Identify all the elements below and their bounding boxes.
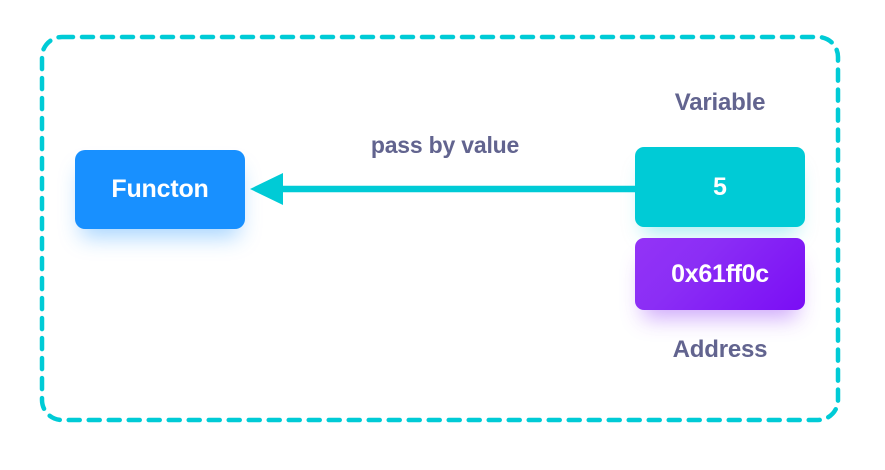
- arrow-left-icon: [250, 173, 635, 205]
- arrow-label: pass by value: [370, 132, 520, 158]
- address-value-box[interactable]: 0x61ff0c: [635, 238, 805, 310]
- dashed-border-icon: [39, 34, 841, 423]
- function-box-label: Functon: [111, 175, 209, 203]
- function-box[interactable]: Functon: [75, 150, 245, 229]
- dashed-container: [39, 34, 841, 423]
- address-caption: Address: [672, 336, 768, 363]
- variable-value-label: 5: [713, 172, 727, 201]
- pass-by-value-arrow: [245, 168, 640, 210]
- memory-column: Variable 5 0x61ff0c Address: [635, 88, 805, 364]
- variable-value-box[interactable]: 5: [635, 147, 805, 227]
- address-value-label: 0x61ff0c: [671, 259, 769, 288]
- variable-caption: Variable: [674, 89, 766, 116]
